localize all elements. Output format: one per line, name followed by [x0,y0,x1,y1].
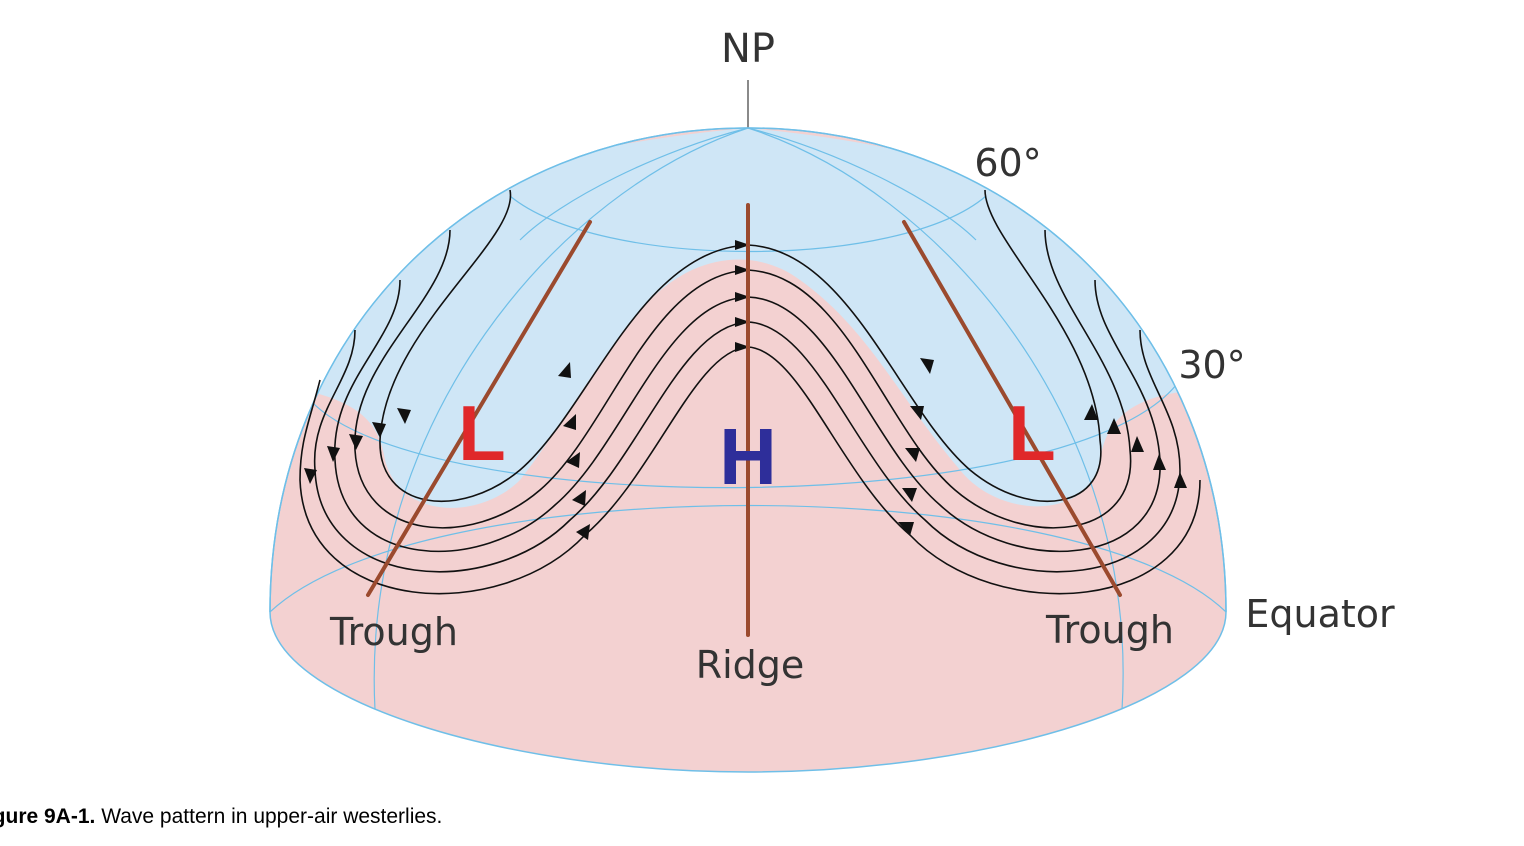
arrowhead [735,265,750,275]
latitude-30-label: 30° [1178,343,1245,387]
trough-axis-left [366,220,592,597]
arrowhead [566,452,580,468]
latitude-60-label: 60° [974,141,1041,185]
cold-air-region [270,128,1226,508]
arrowhead [1174,472,1187,488]
arrowhead [304,468,317,484]
high-pressure: H [719,412,777,501]
arrowhead [349,434,363,450]
trough-label-left: Trough [329,610,458,654]
arrowhead [735,342,750,352]
arrowhead [576,524,590,540]
arrowhead [1153,454,1166,470]
arrowhead [905,448,920,462]
low-pressure-right: L [1008,389,1056,477]
ridge-label: Ridge [696,643,805,687]
arrowhead [397,408,411,424]
arrowhead [735,240,750,250]
north-pole-label: NP [721,26,775,72]
arrowhead [902,488,917,502]
arrowhead [372,422,386,438]
trough-label-right: Trough [1045,608,1174,652]
figure-caption-label: Figure 9A-1. [0,805,96,828]
arrowhead [572,490,586,506]
arrowhead [327,446,340,462]
figure-caption: Figure 9A-1. Wave pattern in upper-air w… [0,805,442,829]
arrowhead [1107,418,1121,434]
flow-arrowheads [304,240,1187,540]
figure-caption-text: Wave pattern in upper-air westerlies. [95,805,443,828]
trough-axis-right [902,220,1122,597]
arrowhead [563,414,576,430]
arrowhead [910,406,924,420]
arrowhead [558,362,571,378]
arrowhead [735,317,750,327]
arrowhead [1084,404,1098,420]
low-pressure-left: L [458,389,506,477]
arrowhead [920,358,934,374]
pressure-axes [366,203,1122,637]
arrowhead [898,522,914,536]
equator-label: Equator [1245,592,1395,636]
arrowhead [735,292,750,302]
arrowhead [1131,436,1144,452]
